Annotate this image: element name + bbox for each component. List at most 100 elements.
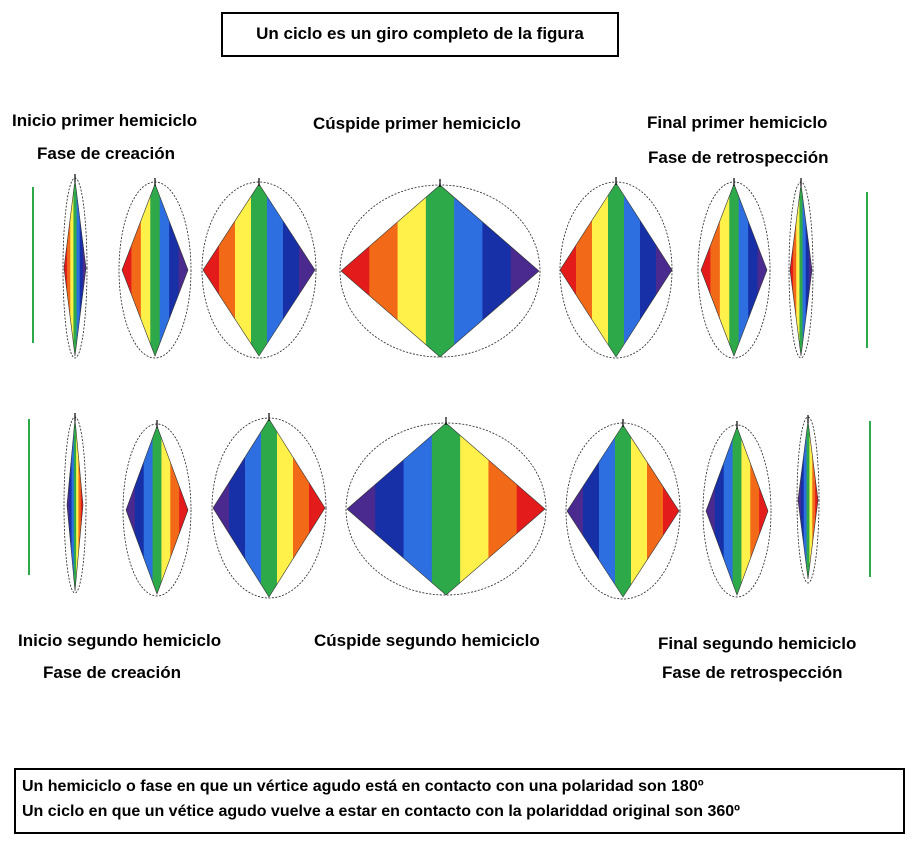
color-band	[729, 184, 740, 356]
color-band	[235, 184, 252, 356]
color-band	[714, 427, 725, 595]
rhombus-bands	[67, 419, 83, 591]
color-band	[347, 423, 376, 595]
rhombus-bands	[213, 419, 325, 597]
color-band	[615, 425, 632, 597]
rhombus-outline	[125, 425, 189, 595]
second-halfcycle-figure-3	[122, 420, 192, 597]
label-retrospection-phase-bottom: Fase de retrospección	[662, 663, 843, 682]
color-band	[812, 421, 816, 579]
color-band	[631, 425, 648, 597]
color-band	[808, 184, 812, 356]
rhombus-bands	[701, 184, 767, 356]
color-band	[647, 425, 664, 597]
color-band	[599, 425, 616, 597]
color-band	[73, 419, 77, 591]
color-band	[76, 180, 81, 356]
color-band	[150, 184, 161, 356]
color-band	[134, 426, 145, 594]
rhombus-outline	[66, 418, 84, 592]
color-band	[624, 183, 641, 357]
color-band	[482, 185, 512, 357]
color-band	[375, 423, 405, 595]
rhombus-bands	[706, 427, 768, 595]
rhombus-outline	[559, 182, 673, 358]
color-band	[80, 419, 83, 591]
rhombus-outline	[121, 183, 189, 357]
color-band	[76, 419, 80, 591]
color-band	[759, 427, 768, 595]
color-band	[152, 426, 163, 594]
color-band	[741, 427, 751, 595]
color-band	[431, 423, 461, 595]
color-band	[802, 184, 807, 356]
color-band	[656, 183, 672, 357]
color-band	[251, 184, 268, 356]
color-band	[178, 184, 188, 356]
color-band	[738, 184, 749, 356]
color-band	[608, 183, 625, 357]
color-band	[798, 421, 802, 579]
color-band	[706, 427, 716, 595]
rotation-ellipse	[796, 416, 820, 584]
color-band	[140, 184, 151, 356]
color-band	[663, 425, 679, 597]
color-band	[69, 419, 73, 591]
label-end-first-halfcycle: Final primer hemiciclo	[647, 113, 828, 132]
color-band	[583, 425, 600, 597]
color-band	[309, 419, 325, 597]
label-start-second-halfcycle: Inicio segundo hemiciclo	[18, 631, 222, 650]
rhombus-bands	[126, 426, 188, 594]
color-band	[723, 427, 734, 595]
rhombus-bands	[790, 184, 812, 356]
rhombus-bands	[560, 183, 672, 357]
color-band	[341, 185, 370, 357]
rhombus-bands	[64, 180, 86, 356]
first-halfcycle-figure-5	[339, 179, 541, 358]
color-band	[73, 180, 78, 356]
title-box: Un ciclo es un giro completo de la figur…	[221, 12, 619, 57]
first-halfcycle-figure-6	[559, 177, 673, 359]
color-band	[460, 423, 490, 595]
color-band	[567, 425, 584, 597]
rhombus-outline	[346, 422, 546, 596]
color-band	[701, 184, 712, 356]
rhombus-outline	[797, 420, 819, 580]
color-band	[71, 419, 75, 591]
rotation-figures	[28, 174, 871, 600]
color-band	[397, 185, 427, 357]
color-band	[369, 185, 399, 357]
color-band	[143, 426, 154, 594]
rhombus-bands	[347, 423, 545, 595]
color-band	[803, 421, 808, 579]
label-peak-second-halfcycle: Cúspide segundo hemiciclo	[314, 631, 540, 650]
rhombus-bands	[798, 421, 818, 579]
first-halfcycle-figure-7	[697, 178, 771, 359]
color-band	[815, 421, 818, 579]
color-band	[592, 183, 609, 357]
color-band	[516, 423, 545, 595]
color-band	[159, 184, 170, 356]
rhombus-outline	[700, 183, 768, 357]
color-band	[750, 427, 760, 595]
color-band	[732, 427, 743, 595]
rhombus-outline	[212, 418, 326, 598]
rhombus-outline	[705, 426, 769, 596]
color-band	[805, 184, 810, 356]
color-band	[261, 419, 278, 597]
explanation-line-cycle: Un ciclo en que un vétice agudo vuelve a…	[22, 803, 741, 820]
first-halfcycle-figure-4	[201, 178, 317, 359]
color-band	[403, 423, 433, 595]
rotation-ellipse	[565, 422, 681, 600]
label-creation-phase-top: Fase de creación	[37, 144, 175, 163]
first-halfcycle-figure-3	[118, 178, 192, 359]
color-band	[213, 419, 230, 597]
color-band	[67, 180, 71, 356]
color-band	[82, 180, 86, 356]
color-band	[719, 184, 730, 356]
color-band	[790, 184, 794, 356]
explanation-box: Un hemiciclo o fase en que un vértice ag…	[14, 768, 905, 834]
color-band	[70, 180, 75, 356]
rhombus-bands	[203, 184, 315, 356]
second-halfcycle-figure-5	[345, 417, 547, 596]
